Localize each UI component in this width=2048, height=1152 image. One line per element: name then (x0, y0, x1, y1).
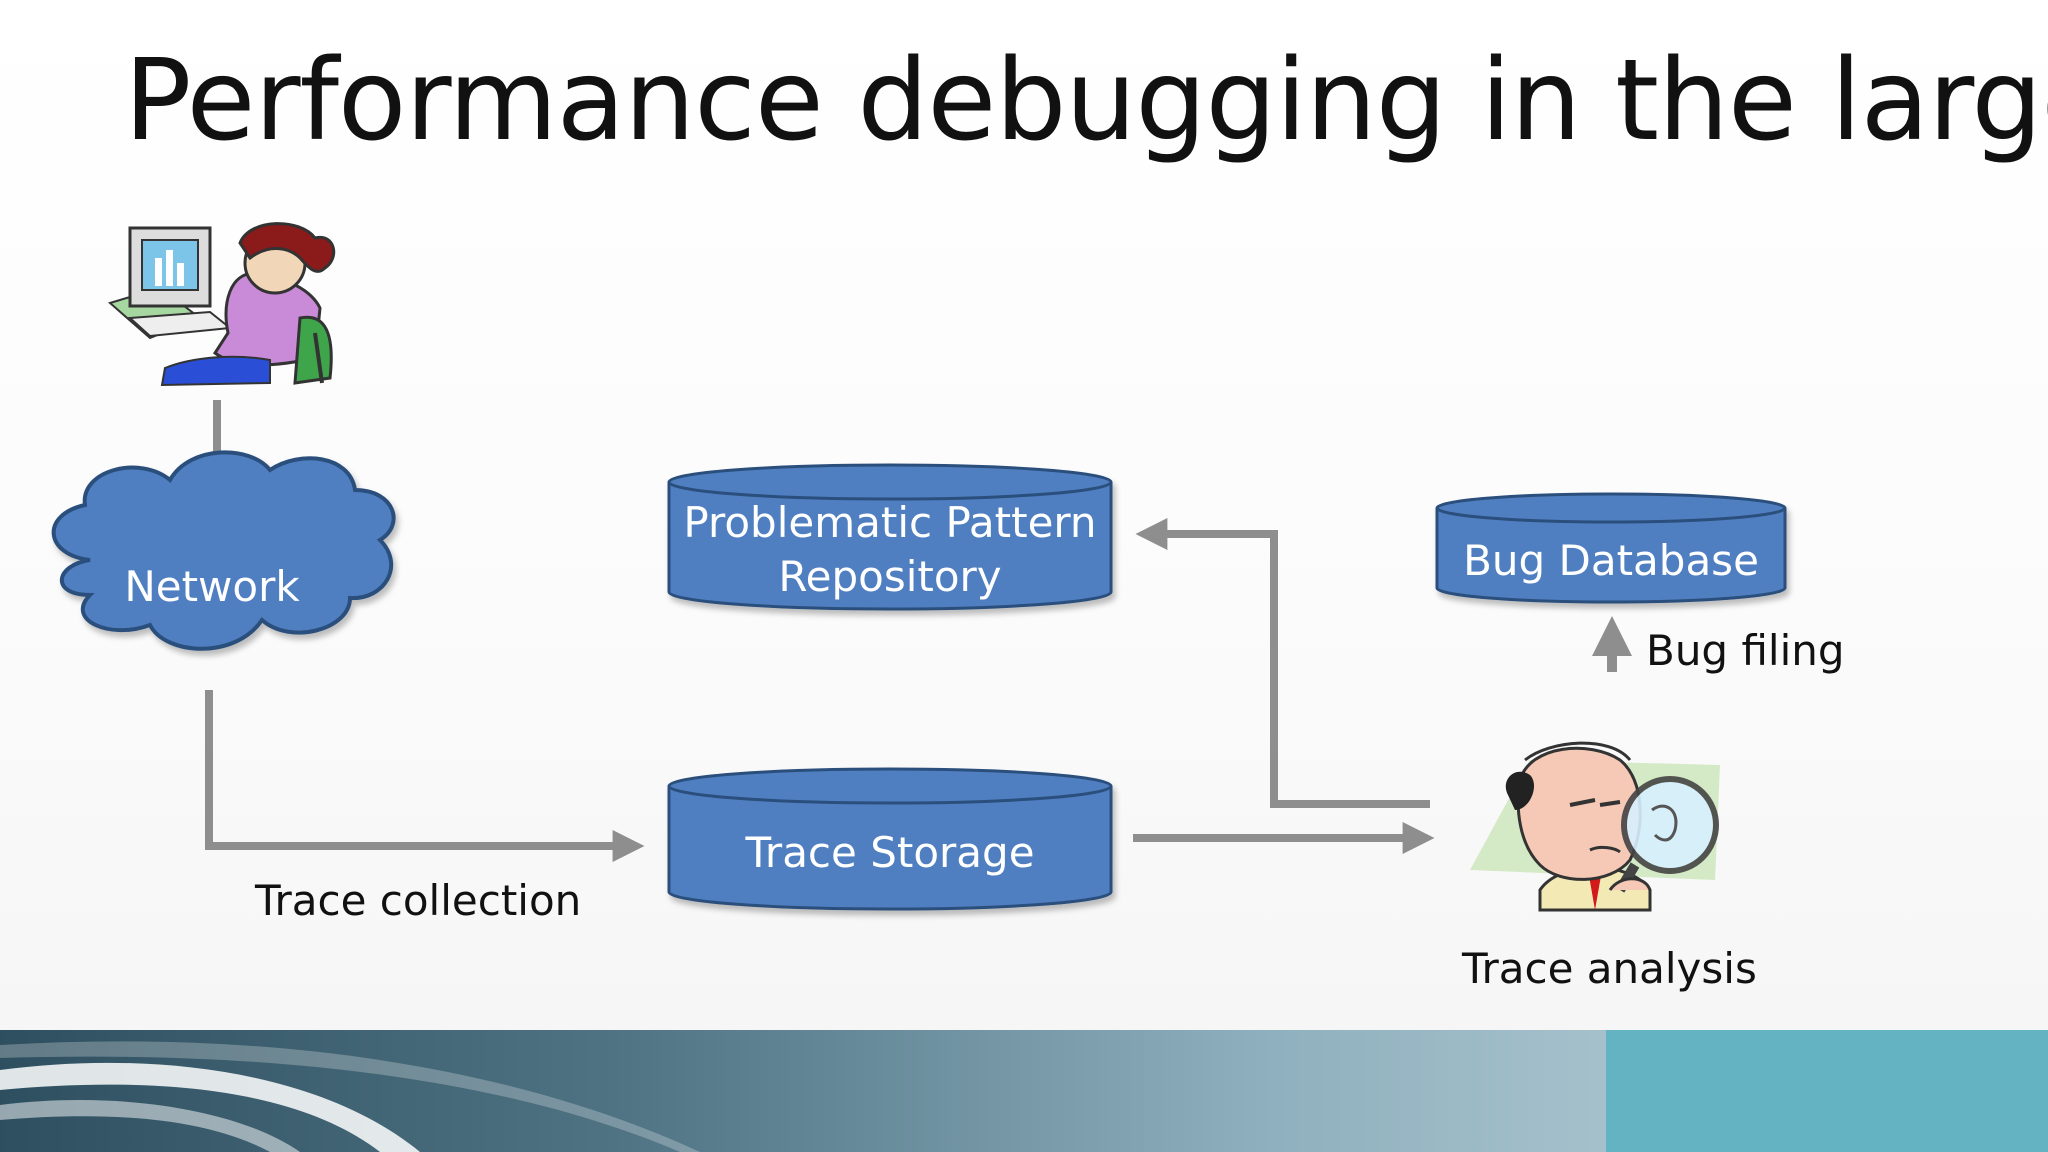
slide-footer-band (0, 1030, 2048, 1152)
bug-database-cylinder (1435, 492, 1787, 604)
trace-collection-label: Trace collection (255, 876, 582, 925)
arrow-analysis-to-pattern-repository (1135, 518, 1430, 808)
network-label: Network (124, 562, 300, 611)
pattern-repository-cylinder (667, 463, 1113, 611)
bug-database-label: Bug Database (1463, 536, 1759, 585)
user-at-computer-icon (107, 222, 336, 387)
trace-analysis-label: Trace analysis (1462, 944, 1757, 993)
trace-storage-cylinder (667, 767, 1113, 911)
analyst-with-magnifier-icon (1470, 741, 1720, 912)
pattern-repository-label: Problematic Pattern Repository (669, 496, 1111, 604)
pattern-repository-label-line1: Problematic Pattern (683, 498, 1097, 547)
pattern-repository-label-line2: Repository (778, 551, 1002, 601)
arrow-network-to-trace-storage (205, 690, 645, 862)
footer-accent-block (1606, 1030, 2048, 1152)
flow-diagram (51, 222, 1787, 912)
footer-swoosh (0, 1041, 700, 1152)
bug-filing-label: Bug filing (1646, 626, 1845, 675)
slide-title: Performance debugging in the large (124, 36, 2048, 166)
network-cloud-shape (51, 450, 396, 651)
trace-storage-label: Trace Storage (745, 828, 1035, 877)
